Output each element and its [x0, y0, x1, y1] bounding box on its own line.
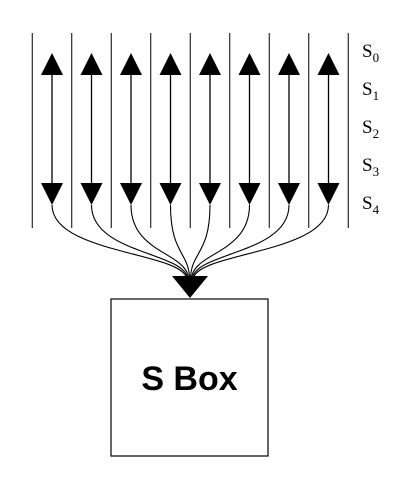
double-arrow: [80, 53, 103, 205]
double-arrow: [278, 53, 300, 205]
funnel-curve: [130, 204, 189, 277]
state-labels: S0 S1 S2 S3 S4: [362, 41, 380, 217]
funnel-curve: [191, 204, 251, 277]
arrowhead-down: [41, 183, 63, 205]
arrowhead-up: [278, 53, 300, 75]
merge-arrowhead: [172, 276, 208, 298]
funnel-curve: [51, 204, 187, 277]
arrowhead-up: [41, 53, 63, 75]
state-label-s0: S0: [362, 41, 379, 65]
funnel-curve: [90, 204, 188, 277]
arrowhead-up: [80, 53, 103, 75]
funnel-curve: [169, 204, 190, 277]
arrowhead-up: [159, 53, 182, 75]
double-arrow: [238, 53, 261, 205]
arrowhead-down: [120, 183, 142, 205]
arrowhead-up: [238, 53, 261, 75]
state-label-s3: S3: [362, 155, 379, 179]
state-label-s2: S2: [362, 117, 379, 141]
bidirectional-arrows: [41, 53, 340, 205]
arrowhead-down: [159, 183, 182, 205]
double-arrow: [317, 53, 340, 205]
arrowhead-down: [238, 183, 261, 205]
lane-lines: [31, 33, 349, 228]
arrowhead-up: [120, 53, 142, 75]
double-arrow: [159, 53, 182, 205]
arrowhead-up: [199, 53, 221, 75]
arrowhead-up: [317, 53, 340, 75]
arrowhead-down: [278, 183, 300, 205]
double-arrow: [41, 53, 63, 205]
arrowhead-down: [199, 183, 221, 205]
funnel-curve: [192, 204, 290, 277]
funnel-curve: [190, 204, 211, 277]
sbox-rectangle: [110, 298, 269, 457]
double-arrow: [120, 53, 142, 205]
funnel-curve: [193, 204, 330, 277]
state-label-s1: S1: [362, 79, 379, 103]
sbox-label: S Box: [141, 360, 237, 398]
arrowhead-down: [80, 183, 103, 205]
double-arrow: [199, 53, 221, 205]
arrowhead-down: [317, 183, 340, 205]
state-label-s4: S4: [362, 193, 380, 217]
funnel-curves: [51, 204, 330, 277]
